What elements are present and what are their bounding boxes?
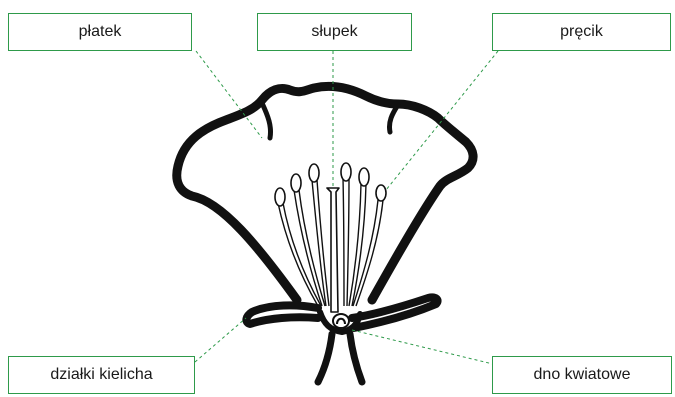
label-platek-text: płatek (78, 23, 122, 40)
petal-crease-left (259, 100, 273, 141)
label-precik: pręcik (492, 13, 671, 51)
leader-line-dno (351, 329, 494, 365)
petal-outline (172, 81, 478, 305)
anther (358, 167, 370, 187)
label-dno-kwiatowe-text: dno kwiatowe (533, 366, 631, 383)
anther (290, 173, 302, 193)
anther (340, 162, 352, 182)
leader-line-dzialki (194, 317, 247, 363)
label-slupek: słupek (257, 13, 412, 51)
petal-crease-right (387, 102, 401, 135)
stamen-filament (298, 189, 326, 307)
stem-right (346, 330, 366, 386)
stamen-filament (342, 177, 345, 307)
anther (375, 184, 387, 202)
label-dno-kwiatowe: dno kwiatowe (492, 356, 672, 394)
label-precik-text: pręcik (560, 23, 603, 40)
stamen-filament (282, 202, 322, 307)
stamen-filament (293, 189, 323, 307)
sepal-left (242, 301, 322, 328)
sepal-right (348, 293, 442, 332)
stem-left (314, 330, 336, 386)
label-dzialki-kielicha: działki kielicha (8, 356, 195, 394)
label-dzialki-kielicha-text: działki kielicha (50, 366, 153, 383)
anther (274, 187, 286, 207)
stamen-filament (316, 179, 330, 307)
pistil (326, 187, 340, 313)
stamen-filament (351, 183, 367, 307)
stamen-filament (277, 202, 319, 307)
anther (308, 163, 320, 183)
ovule (336, 317, 346, 325)
receptacle (317, 309, 363, 336)
label-platek: płatek (8, 13, 192, 51)
stamen-filament (352, 199, 379, 307)
stamen-filament (348, 183, 362, 307)
label-slupek-text: słupek (311, 23, 358, 40)
stamen-filament (355, 199, 384, 307)
leader-line-platek (195, 50, 263, 139)
stamens (277, 177, 384, 307)
ovary (332, 313, 350, 329)
stamen-filament (346, 177, 350, 307)
stamen-filament (311, 179, 327, 307)
